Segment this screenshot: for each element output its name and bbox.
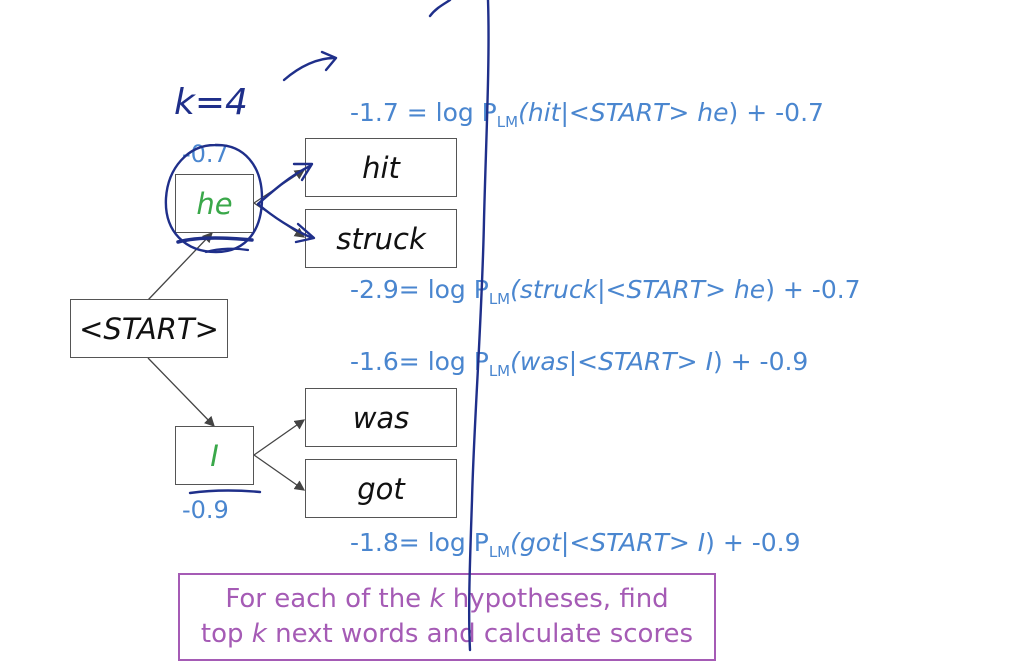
equation-lhs: -1.8=: [350, 528, 428, 557]
lm-subscript: LM: [496, 113, 519, 131]
callout-line-1: For each of the k hypotheses, find: [225, 584, 669, 614]
equation-lhs: -1.6=: [350, 347, 428, 376]
edge-i-was: [253, 419, 306, 456]
callout-line-2: top k next words and calculate scores: [200, 619, 694, 649]
equation-word: hit: [527, 98, 561, 127]
equation-lhs: -2.9=: [350, 275, 428, 304]
lm-subscript: LM: [488, 543, 511, 561]
equation-tail: + -0.9: [714, 528, 801, 557]
score-i: -0.9: [182, 496, 229, 524]
lm-subscript: LM: [488, 362, 511, 380]
edge-he-struck: [253, 202, 306, 238]
log-p: log P: [427, 347, 489, 376]
equation-context: <START> I: [577, 347, 713, 376]
equation-hit: -1.7 = log PLM(hit|<START> he) + -0.7: [350, 98, 824, 131]
node-i: I: [175, 426, 254, 485]
log-p: log P: [427, 275, 489, 304]
node-was: was: [305, 388, 457, 447]
instruction-callout: For each of the k hypotheses, find top k…: [178, 573, 716, 661]
log-p: log P: [427, 528, 489, 557]
edge-i-got: [253, 454, 306, 491]
equation-word: struck: [519, 275, 598, 304]
node-got: got: [305, 459, 457, 518]
equation-was: -1.6= log PLM(was|<START> I) + -0.9: [350, 347, 809, 380]
node-struck: struck: [305, 209, 457, 268]
node-he: he: [175, 174, 254, 233]
equation-tail: + -0.7: [738, 98, 824, 127]
equation-tail: + -0.7: [774, 275, 861, 304]
equation-context: <START> he: [605, 275, 766, 304]
edge-start-i: [147, 357, 215, 427]
node-hit: hit: [305, 138, 457, 197]
equation-lhs: -1.7 =: [350, 98, 436, 127]
equation-context: <START> he: [568, 98, 729, 127]
equation-word: got: [519, 528, 561, 557]
score-he: -0.7: [182, 140, 229, 168]
lm-subscript: LM: [488, 290, 511, 308]
equation-context: <START> I: [569, 528, 706, 557]
edge-start-he: [147, 232, 213, 301]
equation-word: was: [519, 347, 569, 376]
equation-got: -1.8= log PLM(got|<START> I) + -0.9: [350, 528, 801, 561]
equation-tail: + -0.9: [722, 347, 809, 376]
node-start: <START>: [70, 299, 228, 358]
log-p: log P: [435, 98, 497, 127]
equation-struck: -2.9= log PLM(struck|<START> he) + -0.7: [350, 275, 861, 308]
edge-he-hit: [253, 169, 306, 204]
